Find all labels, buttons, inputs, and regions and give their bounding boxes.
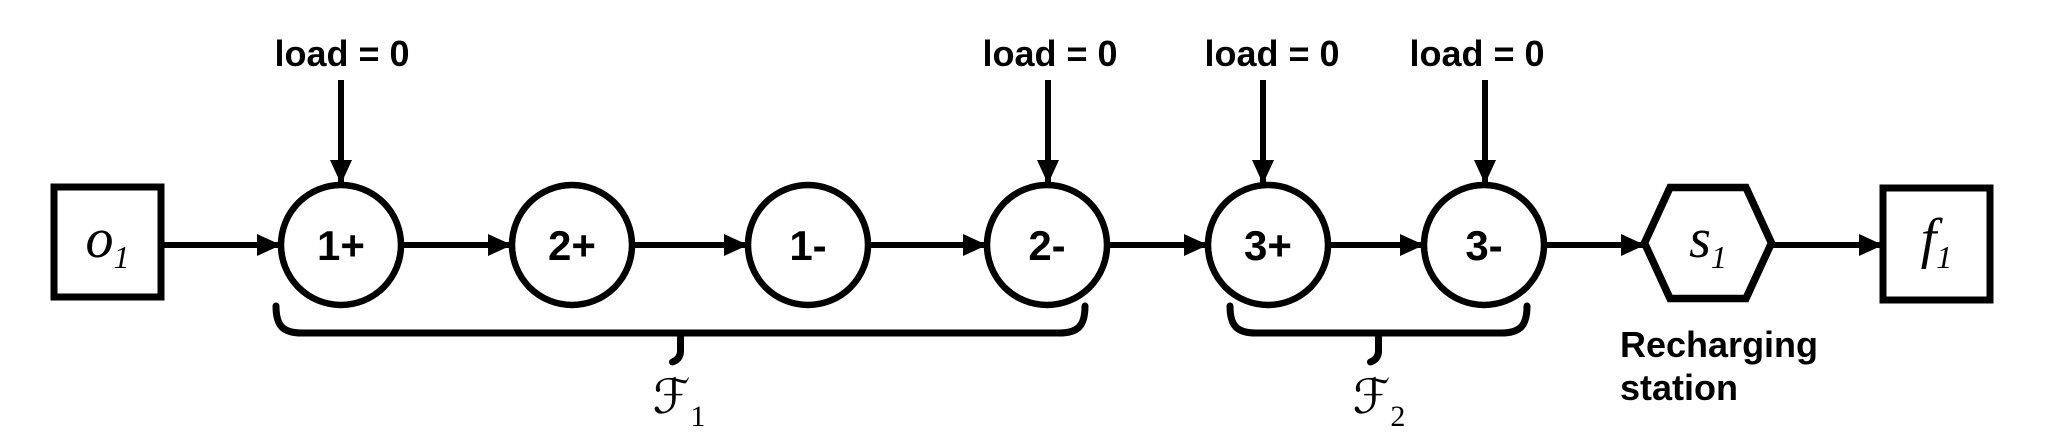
brace-label: ℱ2 bbox=[1353, 369, 1406, 433]
node-label-base: s bbox=[1689, 208, 1711, 270]
recharging-station-label: station bbox=[1620, 367, 1738, 408]
square-shape bbox=[1879, 184, 1994, 304]
hexagon-shape bbox=[1640, 183, 1776, 303]
underbrace-cusp bbox=[669, 329, 684, 366]
node-label: 2- bbox=[1028, 222, 1065, 269]
load-annotation: load = 0 bbox=[274, 33, 410, 184]
node-f1: f1 bbox=[1879, 184, 1994, 304]
script-f-symbol: ℱ bbox=[653, 369, 691, 425]
load-label: load = 0 bbox=[982, 33, 1117, 74]
node-label: 2+ bbox=[548, 222, 596, 269]
load-label: load = 0 bbox=[1409, 33, 1544, 74]
node-2-minus: 2- bbox=[983, 181, 1111, 309]
brace-label-subscript: 1 bbox=[690, 400, 705, 433]
script-f-symbol: ℱ bbox=[1353, 369, 1391, 425]
recharging-station-label: Recharging bbox=[1620, 324, 1818, 365]
node-label: o1 bbox=[86, 208, 130, 275]
node-label-subscript: 1 bbox=[1711, 239, 1727, 275]
node-2-plus: 2+ bbox=[508, 181, 636, 309]
load-label: load = 0 bbox=[274, 33, 409, 74]
node-3-minus: 3- bbox=[1420, 181, 1548, 309]
underbrace bbox=[1226, 302, 1531, 337]
node-o1: o1 bbox=[50, 183, 165, 301]
node-1-minus: 1- bbox=[744, 181, 872, 309]
group-brace-1: ℱ1 bbox=[272, 302, 1089, 433]
node-1-plus: 1+ bbox=[277, 181, 405, 309]
brace-label: ℱ1 bbox=[653, 369, 706, 433]
load-annotation: load = 0 bbox=[1409, 33, 1545, 184]
node-3-plus: 3+ bbox=[1204, 181, 1332, 309]
node-label: 1+ bbox=[317, 222, 365, 269]
brace-label-subscript: 2 bbox=[1390, 400, 1405, 433]
node-label: 3+ bbox=[1244, 222, 1292, 269]
square-shape bbox=[50, 183, 165, 301]
node-label-base: o bbox=[86, 208, 114, 270]
load-label: load = 0 bbox=[1204, 33, 1339, 74]
node-label-subscript: 1 bbox=[1936, 239, 1952, 275]
node-label: 3- bbox=[1465, 222, 1502, 269]
node-s1: s1 bbox=[1640, 183, 1776, 303]
node-label: 1- bbox=[789, 222, 826, 269]
group-brace-2: ℱ2 bbox=[1226, 302, 1531, 433]
underbrace bbox=[272, 302, 1089, 337]
node-label-subscript: 1 bbox=[114, 239, 130, 275]
load-annotation: load = 0 bbox=[982, 33, 1118, 184]
load-annotation: load = 0 bbox=[1204, 33, 1340, 184]
node-label: s1 bbox=[1689, 208, 1727, 275]
underbrace-cusp bbox=[1367, 329, 1382, 366]
